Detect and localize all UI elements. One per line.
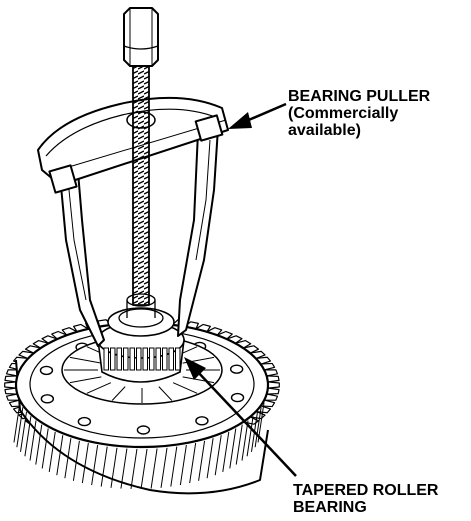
bolt-hole (77, 416, 92, 427)
roller (129, 347, 135, 371)
helical-tooth-line (56, 435, 64, 476)
helical-tooth-line (81, 443, 89, 484)
helical-tooth-line (29, 420, 37, 461)
helical-tooth-line (41, 428, 49, 469)
bolt-hole (229, 364, 244, 374)
helical-tooth-line (120, 448, 128, 489)
case-rib (69, 356, 102, 364)
tapered-roller-bearing-label: TAPERED ROLLER BEARING (293, 482, 438, 516)
case-rib (182, 376, 215, 384)
roller (155, 347, 161, 371)
case-rib (111, 386, 126, 401)
helical-tooth-line (214, 435, 222, 476)
right-jaw (177, 127, 219, 337)
bolt-hole (40, 394, 55, 404)
helical-tooth-line (246, 416, 254, 457)
ring-gear-bolt-holes (39, 333, 245, 435)
arrow-up-left-icon (184, 357, 297, 477)
gear-tooth (267, 381, 280, 389)
helical-tooth-line (206, 438, 214, 479)
helical-tooth-line (100, 446, 108, 487)
arrow-left-icon (228, 102, 287, 129)
helical-tooth-line (150, 448, 158, 489)
screw-hex-head (123, 7, 159, 67)
puller-jaws (59, 127, 219, 347)
helical-tooth-line (140, 448, 148, 490)
roller (168, 347, 174, 371)
helical-tooth-line (13, 402, 21, 443)
helical-tooth-line (189, 443, 197, 484)
helical-tooth-line (35, 424, 43, 465)
roller (103, 347, 109, 371)
bearing-puller-label-line1: BEARING PULLER (288, 88, 431, 105)
helical-tooth-line (241, 420, 249, 461)
helical-tooth-line (254, 407, 262, 448)
case-rib (86, 382, 112, 394)
roller (149, 347, 155, 371)
roller (116, 347, 122, 371)
helical-tooth-line (110, 447, 118, 488)
helical-tooth-line (48, 431, 56, 473)
helical-tooth-line (179, 444, 187, 486)
helical-tooth-line (130, 448, 138, 490)
roller (175, 347, 181, 371)
helical-tooth-line (20, 411, 28, 452)
left-jaw (59, 171, 105, 347)
helical-tooth-line (24, 416, 32, 457)
forcing-screw (123, 7, 159, 306)
bolt-hole (39, 365, 54, 376)
tapered-roller-bearing-label-line2: BEARING (293, 499, 367, 516)
tapered-roller-bearing-label-line1: TAPERED ROLLER (293, 482, 439, 499)
helical-tooth-line (198, 440, 206, 481)
case-rib (172, 382, 198, 394)
roller (142, 347, 148, 371)
helical-tooth-line (72, 440, 80, 481)
roller (123, 347, 129, 371)
bearing-rollers (103, 347, 181, 371)
helical-tooth-line (222, 431, 230, 473)
bolt-hole (136, 425, 151, 435)
bolt-hole (230, 392, 245, 403)
roller (162, 347, 168, 371)
helical-tooth-line (235, 424, 243, 465)
bearing-puller-label-line2: (Commercially (288, 105, 399, 122)
helical-tooth-line (229, 428, 237, 469)
helical-tooth-line (160, 447, 168, 488)
bearing-puller-label-line3: available) (288, 122, 361, 139)
bearing-puller-label: BEARING PULLER (Commercially available) (288, 88, 430, 139)
roller (110, 347, 116, 371)
helical-tooth-line (64, 438, 72, 479)
tapered-roller-bearing (97, 293, 185, 383)
helical-tooth-line (91, 444, 99, 486)
helical-tooth-line (170, 446, 178, 487)
gear-tooth (4, 381, 17, 389)
case-rib (69, 376, 102, 384)
bolt-hole (195, 416, 209, 426)
case-rib (158, 386, 173, 401)
roller (136, 347, 142, 371)
helical-tooth-line (16, 407, 24, 448)
